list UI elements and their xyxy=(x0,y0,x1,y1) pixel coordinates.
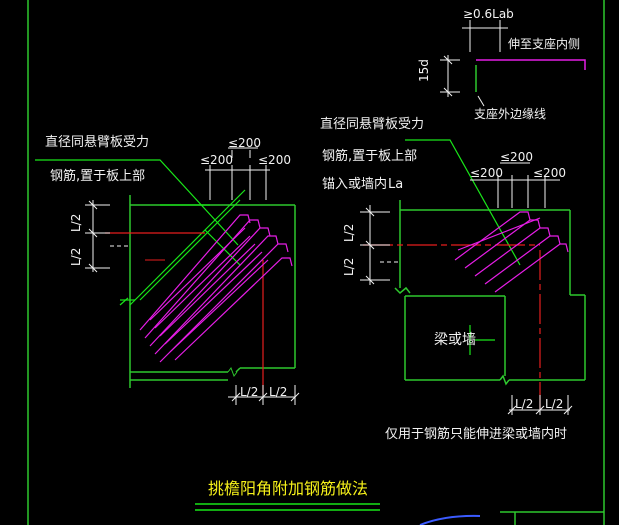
left-leader-lines xyxy=(35,159,246,306)
right-dim-le200-right: ≤200 xyxy=(533,166,566,180)
right-leader-lines xyxy=(405,139,521,355)
blue-arc xyxy=(419,514,481,525)
right-note-la: La xyxy=(388,177,404,192)
drawing-title: 挑檐阳角附加钢筋做法 xyxy=(208,479,369,498)
dim-label-0.6lab: ≥0.6Lab xyxy=(463,7,514,21)
label-support-outer-edge: 支座外边缘线 xyxy=(474,107,547,121)
left-dim-le200-top: ≤200 xyxy=(228,136,261,150)
right-slab-outline xyxy=(394,200,586,386)
left-dimensions xyxy=(85,147,300,405)
right-bottom-l2-b: L/2 xyxy=(545,397,564,411)
note-only-when: 仅用于钢筋只能伸进梁或墙内时 xyxy=(385,427,568,442)
dim-label-15d: 15d xyxy=(417,59,431,82)
left-bottom-l2-b: L/2 xyxy=(269,385,288,399)
right-dimensions xyxy=(360,162,573,415)
top-right-detail xyxy=(440,20,586,107)
right-dim-l2-upper: L/2 xyxy=(342,223,356,242)
left-note-line1: 直径同悬臂板受力 xyxy=(45,135,150,150)
left-bottom-l2-a: L/2 xyxy=(240,385,259,399)
right-note-line3: 锚入或墙内 xyxy=(322,177,388,192)
left-dim-l2-upper: L/2 xyxy=(69,213,83,232)
title-underline xyxy=(195,503,380,511)
label-beam-or-wall: 梁或墙 xyxy=(434,332,476,348)
right-dim-l2-lower: L/2 xyxy=(342,257,356,276)
left-detail xyxy=(35,147,300,405)
right-note-line1: 直径同悬臂板受力 xyxy=(320,117,425,132)
right-detail xyxy=(360,139,586,415)
right-dim-le200-top: ≤200 xyxy=(500,150,533,164)
left-note-line2: 钢筋,置于板上部 xyxy=(50,169,146,184)
label-extend-to-support: 伸至支座内侧 xyxy=(508,37,581,51)
left-slab-outline xyxy=(129,195,296,388)
outer-frame xyxy=(27,0,605,525)
left-dim-le200-left: ≤200 xyxy=(200,153,233,167)
left-dim-l2-lower: L/2 xyxy=(69,247,83,266)
right-bottom-l2-a: L/2 xyxy=(515,397,534,411)
right-note-line2: 钢筋,置于板上部 xyxy=(322,149,418,164)
right-dim-le200-left: ≤200 xyxy=(470,166,503,180)
right-rebars xyxy=(454,211,569,293)
left-dim-le200-right: ≤200 xyxy=(258,153,291,167)
left-rebars xyxy=(139,214,293,363)
